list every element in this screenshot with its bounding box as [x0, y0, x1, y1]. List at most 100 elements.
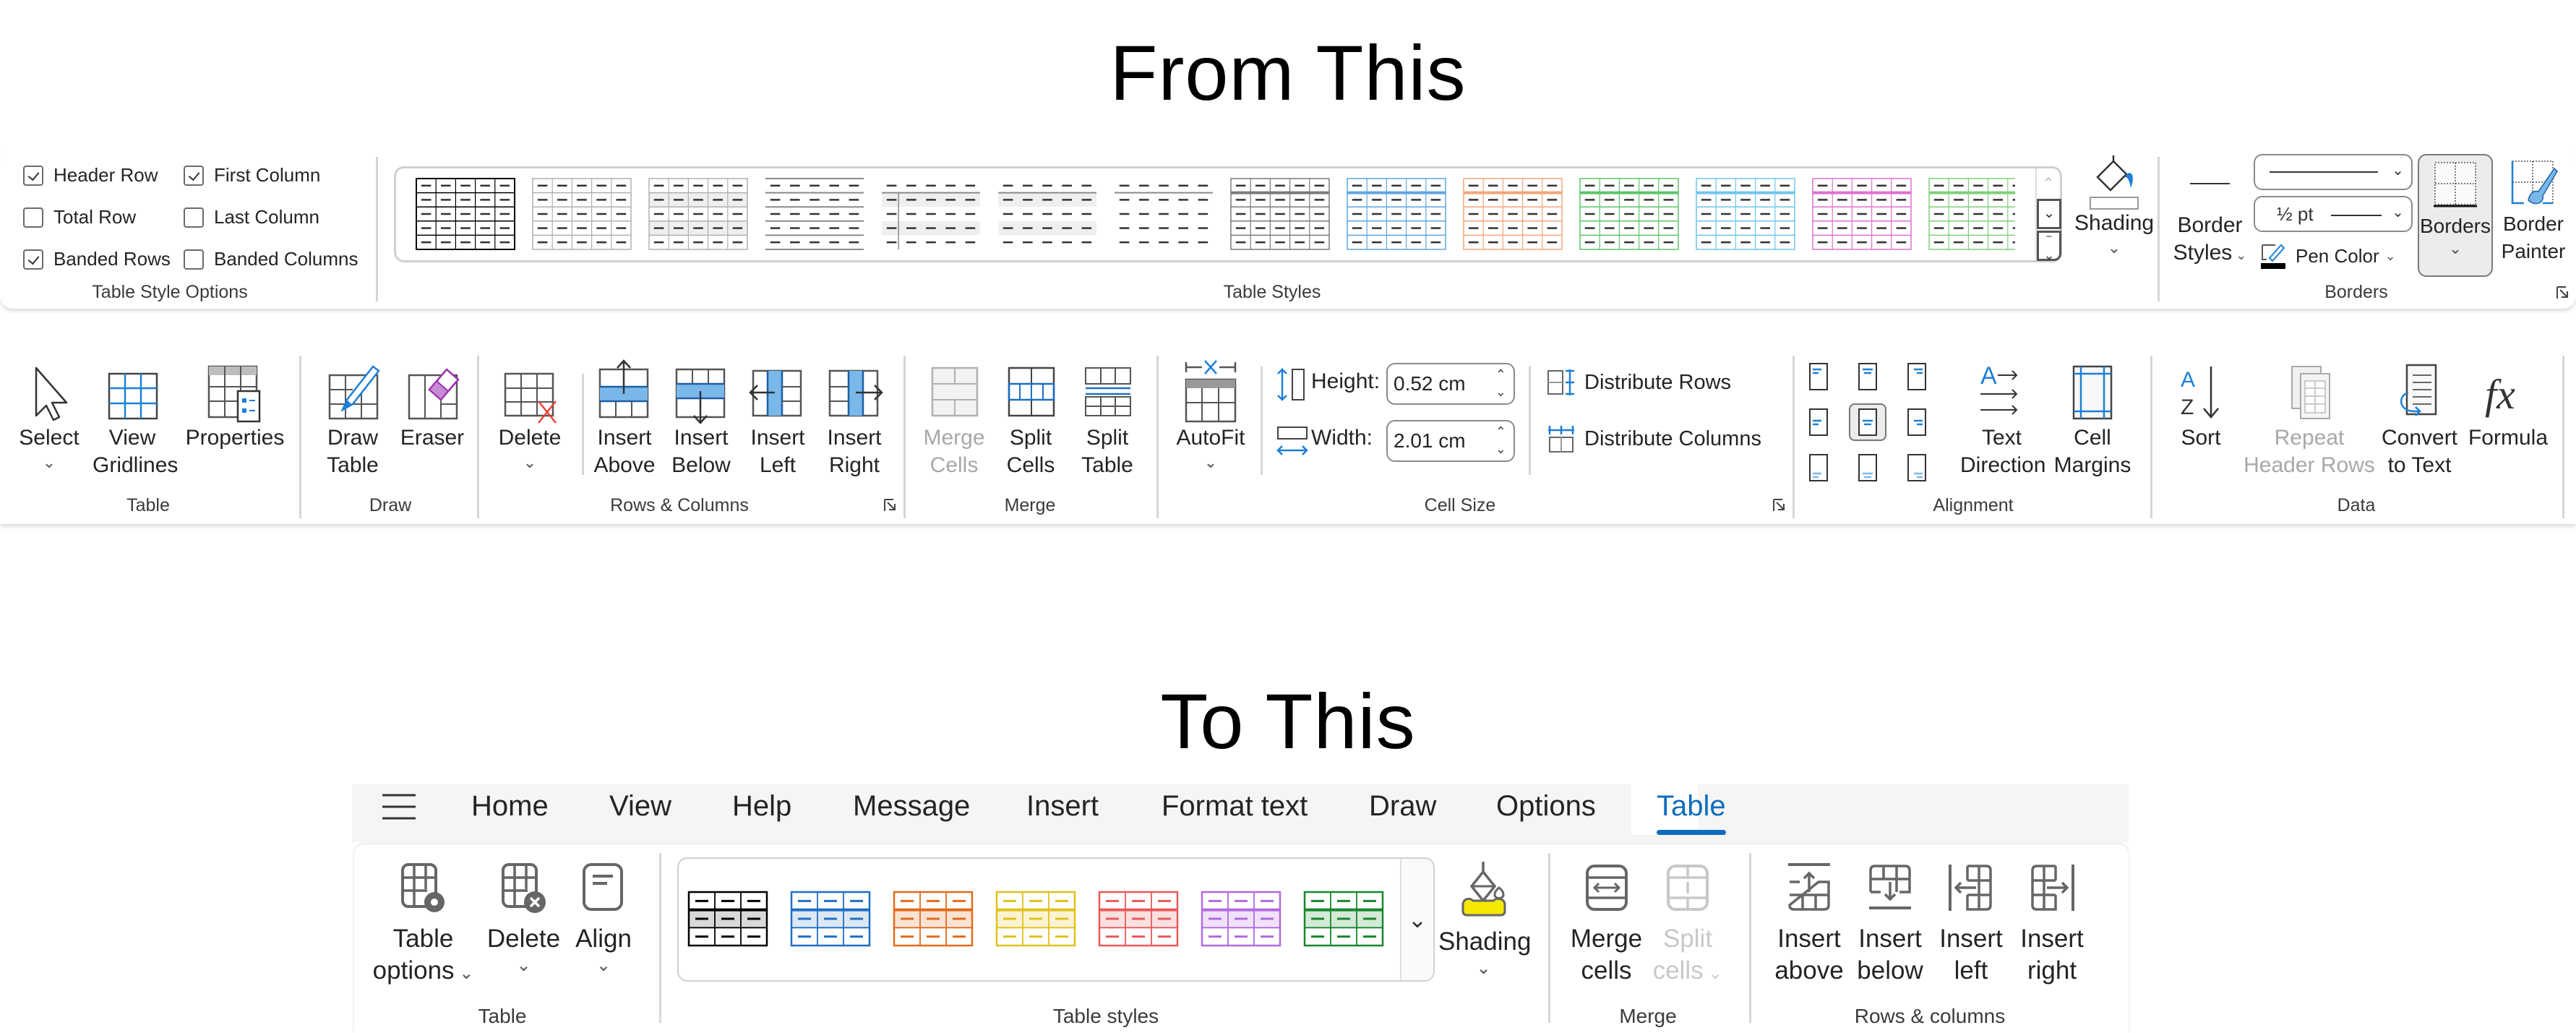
dialog-launcher-icon[interactable]	[2556, 286, 2570, 300]
delete-button[interactable]: Delete ⌄	[490, 359, 570, 473]
first-column-checkbox[interactable]: First Column	[184, 164, 320, 187]
tab-view[interactable]: View	[609, 790, 671, 822]
table-style-thumbnail[interactable]	[1230, 178, 1330, 250]
line-style-dropdown[interactable]: ⌄	[2254, 154, 2413, 190]
tab-draw[interactable]: Draw	[1369, 790, 1437, 822]
table-style-thumbnail[interactable]	[1347, 178, 1446, 250]
stepper-arrows-icon[interactable]: ⌃⌄	[1495, 424, 1506, 456]
formula-button[interactable]: fx Formula	[2465, 359, 2551, 452]
table-options-button[interactable]: Table options ⌄	[360, 860, 486, 990]
eraser-button[interactable]: Eraser	[396, 359, 468, 452]
new-insert-left-button[interactable]: Insert left	[1931, 860, 2011, 987]
align-cell-top-left-button[interactable]	[1800, 358, 1837, 395]
table-style-thumbnail[interactable]	[1463, 178, 1563, 250]
merge-cells-button[interactable]: Merge Cells	[918, 359, 990, 479]
insert-left-button[interactable]: Insert Left	[740, 359, 815, 479]
table-style-swatch-blue[interactable]	[790, 891, 871, 947]
table-style-swatch-red[interactable]	[1098, 891, 1179, 947]
banded-columns-checkbox[interactable]: Banded Columns	[184, 248, 358, 270]
new-insert-right-button[interactable]: Insert right	[2012, 860, 2092, 987]
table-style-thumbnail[interactable]	[1579, 178, 1679, 250]
last-column-checkbox[interactable]: Last Column	[184, 206, 319, 228]
new-merge-cells-button[interactable]: Merge cells	[1565, 860, 1648, 987]
tab-insert[interactable]: Insert	[1026, 790, 1099, 822]
table-style-thumbnail[interactable]	[998, 184, 1096, 244]
height-stepper[interactable]: 0.52 cm ⌃⌄	[1386, 363, 1515, 405]
text-direction-button[interactable]: A Text Direction	[1960, 359, 2045, 479]
delete-table-icon	[501, 863, 546, 913]
align-cell-middle-center-button[interactable]	[1849, 403, 1886, 441]
sort-button[interactable]: A Z Sort	[2165, 359, 2237, 452]
align-icon	[1907, 454, 1926, 481]
dialog-launcher-icon[interactable]	[883, 498, 898, 513]
table-style-swatch-black[interactable]	[687, 891, 768, 947]
cell-margins-button[interactable]: Cell Margins	[2049, 359, 2136, 479]
new-delete-button[interactable]: Delete ⌄	[486, 860, 562, 977]
gallery-scroll-down-icon[interactable]: ⌄	[2037, 199, 2061, 229]
gallery-scroll-up-icon[interactable]: ⌃	[2042, 176, 2055, 192]
view-gridlines-button[interactable]: View Gridlines	[93, 359, 178, 479]
distribute-rows-button[interactable]: Distribute Rows	[1547, 368, 1731, 397]
new-split-cells-button[interactable]: Split cells ⌄	[1652, 860, 1724, 990]
stepper-arrows-icon[interactable]: ⌃⌄	[1495, 367, 1506, 399]
tab-home[interactable]: Home	[471, 790, 549, 822]
total-row-checkbox[interactable]: Total Row	[23, 206, 136, 228]
align-button[interactable]: Align ⌄	[564, 860, 643, 977]
align-cell-top-right-button[interactable]	[1898, 358, 1936, 395]
insert-below-button[interactable]: Insert Below	[664, 359, 739, 479]
shading-button[interactable]: Shading ⌄	[2074, 155, 2154, 259]
width-stepper[interactable]: 2.01 cm ⌃⌄	[1386, 420, 1515, 462]
split-table-button[interactable]: Split Table	[1071, 359, 1143, 479]
table-style-swatch-purple[interactable]	[1201, 891, 1281, 947]
align-cell-top-center-button[interactable]	[1849, 358, 1886, 395]
table-style-thumbnail[interactable]	[1115, 184, 1213, 244]
draw-table-button[interactable]: Draw Table	[317, 359, 389, 479]
border-painter-button[interactable]: Border Painter	[2495, 158, 2572, 265]
table-style-thumbnail[interactable]	[882, 184, 980, 249]
table-style-thumbnail[interactable]	[532, 178, 632, 250]
line-weight-dropdown[interactable]: ½ pt ⌄	[2254, 196, 2413, 232]
gallery-more-icon[interactable]: ‾⌄	[2037, 231, 2061, 262]
distribute-columns-button[interactable]: Distribute Columns	[1547, 424, 1761, 453]
gallery-expand-icon[interactable]: ⌄	[1400, 859, 1433, 980]
table-style-thumbnail[interactable]	[416, 178, 515, 250]
table-style-thumbnail[interactable]	[765, 178, 864, 250]
properties-button[interactable]: Properties	[184, 359, 285, 452]
autofit-button[interactable]: AutoFit ⌄	[1171, 358, 1250, 473]
table-style-thumbnails[interactable]	[403, 171, 2015, 258]
header-row-checkbox[interactable]: Header Row	[23, 164, 158, 187]
table-style-thumbnail[interactable]	[648, 178, 748, 250]
dialog-launcher-icon[interactable]	[1772, 498, 1787, 513]
insert-above-button[interactable]: Insert Above	[587, 359, 662, 479]
new-shading-button[interactable]: Shading ⌄	[1438, 860, 1531, 980]
align-cell-middle-right-button[interactable]	[1898, 403, 1936, 441]
table-style-swatch-green[interactable]	[1303, 891, 1384, 947]
split-cells-button[interactable]: Split Cells	[995, 359, 1067, 479]
tab-help[interactable]: Help	[732, 790, 792, 822]
group-divider	[299, 356, 301, 518]
insert-right-button[interactable]: Insert Right	[817, 359, 892, 479]
tab-format-text[interactable]: Format text	[1162, 790, 1308, 822]
tab-options[interactable]: Options	[1496, 790, 1596, 822]
pen-color-button[interactable]: Pen Color⌄	[2259, 242, 2396, 270]
tab-message[interactable]: Message	[853, 790, 971, 822]
banded-rows-checkbox[interactable]: Banded Rows	[23, 248, 171, 270]
table-style-thumbnail[interactable]	[1696, 178, 1795, 250]
new-insert-above-button[interactable]: Insert above	[1769, 860, 1849, 987]
align-cell-bottom-center-button[interactable]	[1849, 449, 1886, 487]
border-styles-button[interactable]: Border Styles ⌄	[2172, 163, 2248, 269]
align-cell-bottom-left-button[interactable]	[1800, 449, 1837, 487]
align-cell-bottom-right-button[interactable]	[1898, 449, 1936, 487]
table-style-swatch-orange[interactable]	[893, 891, 974, 947]
table-style-thumbnail[interactable]	[1928, 178, 2015, 250]
table-style-swatch-yellow[interactable]	[995, 891, 1076, 947]
borders-button[interactable]: Borders ⌄	[2418, 154, 2493, 277]
convert-to-text-button[interactable]: Convert to Text	[2378, 359, 2461, 479]
hamburger-menu-button[interactable]	[381, 792, 417, 825]
align-cell-middle-left-button[interactable]	[1800, 403, 1837, 441]
select-button[interactable]: Select ⌄	[13, 359, 85, 473]
table-style-thumbnail[interactable]	[1812, 178, 1912, 250]
repeat-header-rows-button[interactable]: Repeat Header Rows	[2241, 359, 2378, 479]
new-insert-below-button[interactable]: Insert below	[1850, 860, 1930, 987]
tab-table[interactable]: Table	[1657, 790, 1726, 822]
